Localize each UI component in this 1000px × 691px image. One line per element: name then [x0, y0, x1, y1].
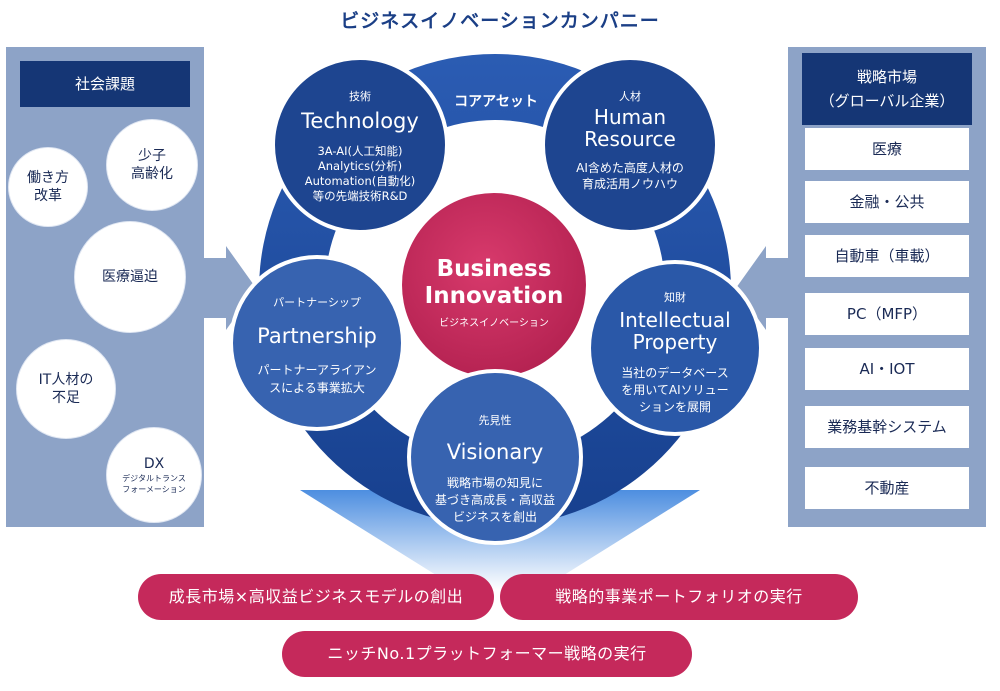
market-finance-public: 金融・公共: [805, 181, 969, 223]
social-issues-header: 社会課題: [20, 61, 190, 107]
issue-it-talent-shortage: IT人材の不足: [20, 343, 112, 435]
svg-text:パートナーアライアン: パートナーアライアン: [257, 363, 376, 377]
svg-text:等の先端技術R&D: 等の先端技術R&D: [313, 189, 408, 203]
right-arrow: [736, 246, 788, 330]
center-circle: [402, 193, 586, 377]
node-visionary: 先見性 Visionary 戦略市場の知見に 基づき高成長・高収益 ビジネスを創…: [407, 369, 583, 545]
svg-text:AI含めた高度人材の: AI含めた高度人材の: [576, 160, 684, 175]
strategy-bar-growth-market: 成長市場×高収益ビジネスモデルの創出: [138, 574, 494, 620]
svg-text:技術: 技術: [349, 90, 371, 103]
market-medical: 医療: [805, 128, 969, 170]
strategy-bar-niche-platformer: ニッチNo.1プラットフォーマー戦略の実行: [282, 631, 692, 677]
svg-text:Resource: Resource: [584, 127, 676, 151]
center-subtitle: ビジネスイノベーション: [439, 317, 549, 329]
market-automotive: 自動車（車載）: [805, 235, 969, 277]
node-human-resource: 人材 Human Resource AI含めた高度人材の 育成活用ノウハウ: [541, 56, 719, 234]
svg-text:を用いてAIソリュー: を用いてAIソリュー: [621, 383, 728, 397]
strategic-markets-panel: 戦略市場 （グローバル企業） 医療 金融・公共 自動車（車載） PC（MFP） …: [788, 47, 986, 527]
node-technology: 技術 Technology 3A-AI(人工知能) Analytics(分析) …: [271, 56, 449, 234]
issue-medical-strain: 医療逼迫: [78, 225, 182, 329]
svg-text:Partnership: Partnership: [257, 324, 377, 348]
svg-text:戦略市場の知見に: 戦略市場の知見に: [447, 475, 543, 490]
center-title-line2: Innovation: [425, 283, 564, 309]
core-asset-label: コアアセット: [454, 94, 538, 110]
svg-text:ションを展開: ションを展開: [639, 400, 711, 414]
svg-text:Intellectual: Intellectual: [619, 308, 730, 332]
svg-text:人材: 人材: [619, 89, 641, 103]
center-title-line1: Business: [437, 256, 552, 282]
strategy-bar-portfolio: 戦略的事業ポートフォリオの実行: [500, 574, 858, 620]
svg-text:スによる事業拡大: スによる事業拡大: [269, 381, 365, 395]
svg-text:Property: Property: [633, 330, 718, 354]
svg-text:知財: 知財: [664, 290, 686, 304]
svg-text:ビジネスを創出: ビジネスを創出: [453, 510, 537, 524]
svg-text:Visionary: Visionary: [447, 440, 544, 464]
svg-text:Human: Human: [594, 105, 666, 129]
svg-text:基づき高成長・高収益: 基づき高成長・高収益: [435, 492, 555, 507]
node-partnership: パートナーシップ Partnership パートナーアライアン スによる事業拡大: [229, 255, 405, 431]
node-intellectual-property: 知財 Intellectual Property 当社のデータベース を用いてA…: [587, 260, 763, 436]
svg-text:先見性: 先見性: [479, 413, 512, 427]
left-arrow: [204, 246, 256, 330]
page-title: ビジネスイノベーションカンパニー: [340, 10, 660, 32]
market-real-estate: 不動産: [805, 467, 969, 509]
issue-aging-society: 少子高齢化: [110, 123, 194, 207]
market-core-systems: 業務基幹システム: [805, 406, 969, 448]
svg-text:育成活用ノウハウ: 育成活用ノウハウ: [582, 176, 678, 191]
svg-text:Analytics(分析): Analytics(分析): [318, 159, 402, 173]
svg-text:パートナーシップ: パートナーシップ: [273, 296, 361, 309]
svg-text:3A-AI(人工知能): 3A-AI(人工知能): [317, 144, 402, 158]
svg-text:Automation(自動化): Automation(自動化): [305, 174, 415, 188]
strategic-markets-header: 戦略市場 （グローバル企業）: [802, 53, 972, 125]
market-pc-mfp: PC（MFP）: [805, 293, 969, 335]
svg-text:当社のデータベース: 当社のデータベース: [621, 365, 728, 380]
svg-text:Technology: Technology: [300, 109, 419, 133]
issue-work-style-reform: 働き方改革: [12, 151, 84, 223]
market-ai-iot: AI・IOT: [805, 348, 969, 390]
